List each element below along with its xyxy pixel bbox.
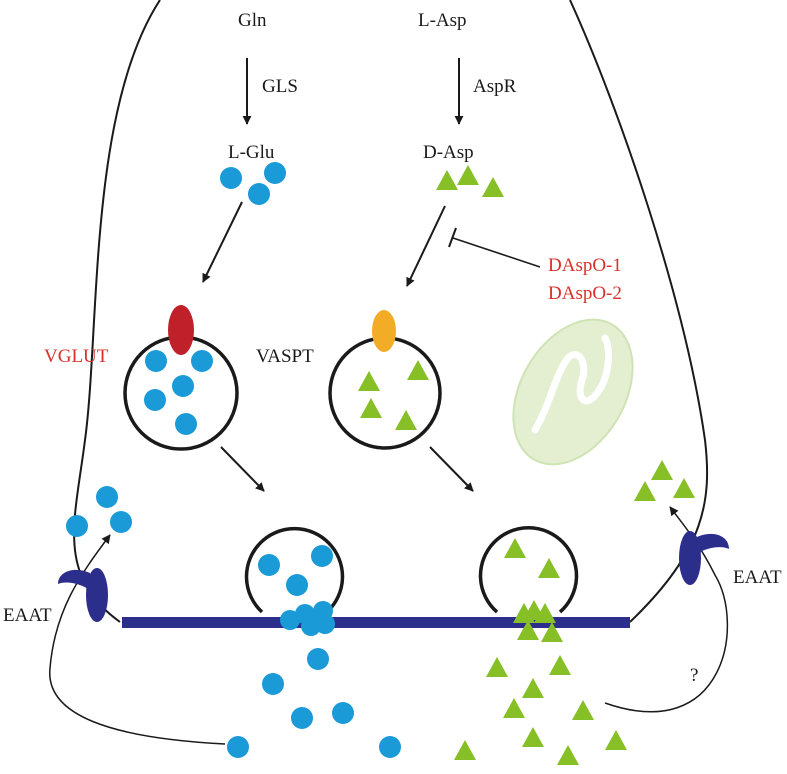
d-aspartate-molecule — [572, 700, 594, 720]
vaspt-label: VASPT — [256, 346, 314, 367]
glutamate-molecule — [262, 673, 284, 695]
mitochondrion-icon — [512, 318, 634, 466]
glutamate-molecule — [145, 350, 167, 372]
eaat-right-transporter-icon — [679, 531, 729, 585]
gln-label: Gln — [238, 10, 267, 31]
d-aspartate-molecule — [358, 371, 380, 391]
eaat-left-label: EAAT — [3, 605, 52, 626]
glutamate-molecule — [66, 515, 88, 537]
d-aspartate-molecule — [503, 698, 525, 718]
glutamate-vesicle-docked — [244, 526, 345, 614]
glutamate-molecule — [280, 610, 300, 630]
glutamate-molecule — [332, 702, 354, 724]
d-aspartate-molecule — [457, 165, 479, 185]
glutamate-molecule — [258, 554, 280, 576]
d-aspartate-molecule — [454, 740, 476, 760]
daspo-inhibition-line — [452, 237, 541, 268]
d-asp-label: D-Asp — [423, 142, 474, 163]
d-aspartate-molecule — [360, 398, 382, 418]
glutamate-molecule — [379, 736, 401, 758]
glutamate-molecule — [96, 486, 118, 508]
d-aspartate-molecule — [538, 558, 560, 578]
glu-to-vesicle-arrow — [202, 201, 243, 283]
d-aspartate-molecules — [358, 165, 695, 765]
d-aspartate-molecule — [651, 460, 673, 480]
eaat-right-label: EAAT — [733, 567, 782, 588]
glutamate-molecule — [172, 375, 194, 397]
synaptic-membrane — [122, 617, 630, 628]
d-aspartate-molecule — [522, 727, 544, 747]
glutamate-molecules — [66, 162, 401, 758]
dasp-vesicle-release-arrow — [429, 446, 474, 492]
unknown-transport-label: ? — [690, 665, 698, 686]
d-aspartate-molecule — [557, 745, 579, 765]
d-asp-vesicle-docked — [478, 526, 579, 614]
vglut-transporter-icon — [168, 305, 194, 355]
glu-vesicle-release-arrow — [220, 446, 265, 492]
l-asp-label: L-Asp — [418, 10, 467, 31]
glutamate-molecule — [175, 413, 197, 435]
d-aspartate-molecule — [634, 481, 656, 501]
d-asp-vesicle-loading — [328, 336, 442, 450]
aspr-label: AspR — [473, 76, 517, 97]
d-aspartate-molecule — [541, 622, 563, 642]
glutamate-molecule — [144, 389, 166, 411]
glutamate-molecule — [220, 167, 242, 189]
d-aspartate-molecule — [534, 603, 556, 623]
gls-label: GLS — [262, 76, 298, 97]
glutamate-molecule — [307, 648, 329, 670]
daspo-1-label: DAspO-1 — [548, 255, 622, 276]
d-aspartate-molecule — [522, 678, 544, 698]
d-aspartate-molecule — [486, 657, 508, 677]
daspo-2-label: DAspO-2 — [548, 283, 622, 304]
daspo-inhibition-bar — [448, 227, 457, 248]
terminal-membrane-left — [73, 0, 161, 623]
d-aspartate-molecule — [436, 170, 458, 190]
vaspt-transporter-icon — [372, 310, 396, 352]
glu-reuptake-arrow — [49, 534, 226, 745]
d-aspartate-molecule — [605, 730, 627, 750]
d-aspartate-molecule — [504, 538, 526, 558]
glutamate-molecule — [315, 614, 335, 634]
glutamate-molecule — [248, 183, 270, 205]
glutamate-molecule — [110, 511, 132, 533]
dasp-to-vesicle-arrow — [406, 205, 446, 287]
vglut-label: VGLUT — [44, 346, 109, 367]
l-glu-label: L-Glu — [228, 142, 275, 163]
glutamate-molecule — [311, 545, 333, 567]
d-aspartate-molecule — [482, 177, 504, 197]
d-aspartate-molecule — [517, 620, 539, 640]
glutamate-molecule — [191, 350, 213, 372]
d-aspartate-molecule — [395, 410, 417, 430]
glutamate-molecule — [227, 736, 249, 758]
eaat-left-transporter-icon — [58, 568, 108, 622]
d-aspartate-molecule — [673, 478, 695, 498]
d-aspartate-molecule — [407, 360, 429, 380]
glutamate-molecule — [286, 574, 308, 596]
d-aspartate-molecule — [549, 655, 571, 675]
glutamate-molecule — [291, 707, 313, 729]
glutamate-molecule — [264, 162, 286, 184]
